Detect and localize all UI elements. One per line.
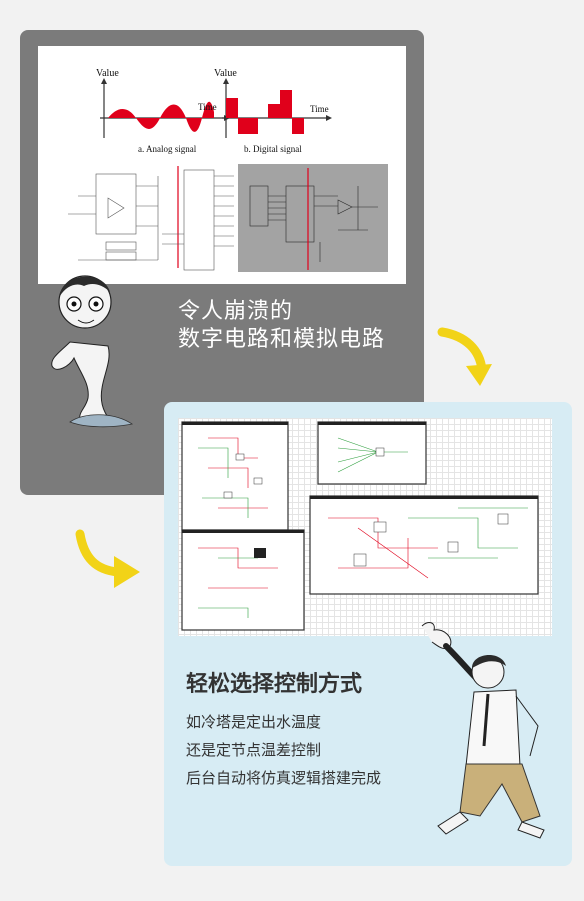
logic-window-bottom-left <box>181 529 305 631</box>
analog-axis-time-label: Time <box>198 102 217 112</box>
signal-circuit-figure: Value Time a. Analog signal Value Time b… <box>38 46 406 284</box>
ghost-character-illustration <box>51 275 134 428</box>
curved-arrow-icon <box>75 529 140 588</box>
digital-caption: b. Digital signal <box>244 144 302 154</box>
circuit-complaint-caption: 令人崩溃的 数字电路和模拟电路 <box>178 298 385 354</box>
digital-schematic-photo <box>238 164 388 272</box>
analog-signal-plot: Value Time a. Analog signal <box>96 68 230 154</box>
logic-window-top-left <box>181 421 289 531</box>
description-line: 后台自动将仿真逻辑搭建完成 <box>186 769 382 787</box>
logic-window-top-right <box>317 421 427 485</box>
description-line: 如冷塔是定出水温度 <box>186 713 322 731</box>
analog-axis-value-label: Value <box>96 68 119 79</box>
control-mode-title: 轻松选择控制方式 <box>186 672 363 697</box>
logic-diagram-grid <box>178 418 552 636</box>
walking-man-illustration <box>421 622 545 839</box>
curved-arrow-icon <box>437 327 492 386</box>
digital-axis-time-label: Time <box>310 104 329 114</box>
digital-signal-plot: Value Time b. Digital signal <box>214 68 332 154</box>
analog-schematic-drawing <box>68 166 234 271</box>
analog-caption: a. Analog signal <box>138 144 197 154</box>
control-mode-description: 如冷塔是定出水温度 还是定节点温差控制 后台自动将仿真逻辑搭建完成 <box>186 708 381 792</box>
description-line: 还是定节点温差控制 <box>186 741 322 759</box>
caption-line: 数字电路和模拟电路 <box>178 327 386 352</box>
caption-line: 令人崩溃的 <box>178 299 294 324</box>
digital-axis-value-label: Value <box>214 68 237 79</box>
logic-window-bottom-right <box>309 495 539 595</box>
